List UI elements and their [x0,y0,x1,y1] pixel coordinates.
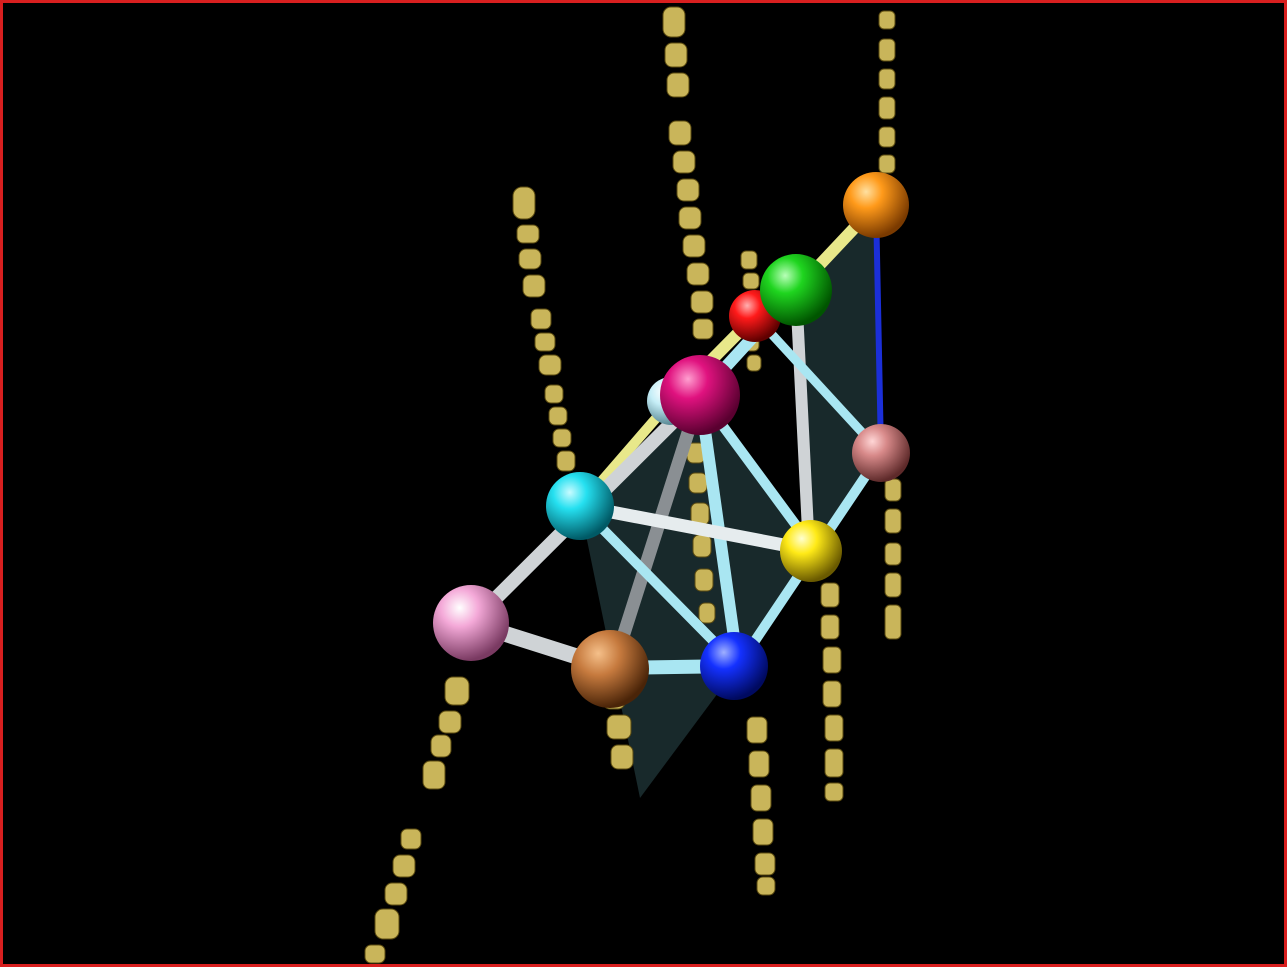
label-column-yellow [821,583,843,801]
atom-brown[interactable] [571,630,649,708]
faces [580,205,881,798]
label-column-right [879,11,901,639]
label-column-left [513,187,575,471]
atom-yellow[interactable] [780,520,842,582]
atom-pink[interactable] [433,585,509,661]
molecule-scene[interactable] [3,3,1284,964]
atom-blue[interactable] [700,632,768,700]
atom-rosybrown[interactable] [852,424,910,482]
label-column-diagonal [365,677,469,963]
atom-orange[interactable] [843,172,909,238]
atom-green[interactable] [760,254,832,326]
atom-magenta[interactable] [660,355,740,435]
atom-cyan[interactable] [546,472,614,540]
label-column-blue [747,717,775,895]
